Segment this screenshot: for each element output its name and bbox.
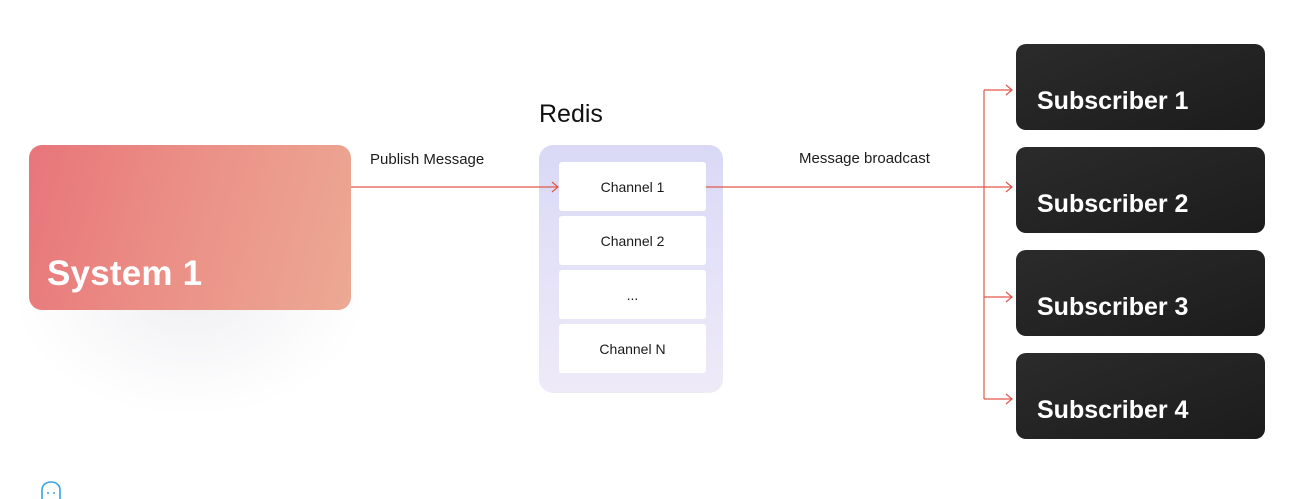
subscriber-label: Subscriber 1 bbox=[1037, 87, 1189, 115]
publish-arrowhead bbox=[551, 181, 559, 193]
subscriber-label: Subscriber 3 bbox=[1037, 293, 1189, 321]
publish-message-label: Publish Message bbox=[370, 151, 485, 168]
subscriber-2-node: Subscriber 2 bbox=[1016, 147, 1265, 233]
subscriber-1-node: Subscriber 1 bbox=[1016, 44, 1265, 130]
channel-label: ... bbox=[626, 286, 639, 303]
channel-2-box: Channel 2 bbox=[559, 216, 706, 265]
subscriber-3-node: Subscriber 3 bbox=[1016, 250, 1265, 336]
channel-label: Channel 1 bbox=[600, 178, 665, 195]
arrowhead-subscriber-4 bbox=[1005, 393, 1013, 405]
redis-container: Channel 1 Channel 2 ... Channel N bbox=[539, 145, 723, 393]
channel-ellipsis-box: ... bbox=[559, 270, 706, 319]
arrowhead-subscriber-3 bbox=[1005, 291, 1013, 303]
channel-n-box: Channel N bbox=[559, 324, 706, 373]
channel-label: Channel 2 bbox=[600, 232, 665, 249]
subscriber-4-node: Subscriber 4 bbox=[1016, 353, 1265, 439]
arrowhead-subscriber-1 bbox=[1005, 84, 1013, 96]
subscriber-label: Subscriber 2 bbox=[1037, 190, 1189, 218]
subscriber-label: Subscriber 4 bbox=[1037, 396, 1189, 424]
chat-bubble-icon bbox=[41, 481, 61, 499]
system-1-label: System 1 bbox=[47, 254, 203, 293]
redis-title: Redis bbox=[539, 100, 603, 128]
channel-1-box: Channel 1 bbox=[559, 162, 706, 211]
message-broadcast-label: Message broadcast bbox=[799, 150, 930, 167]
system-1-node: System 1 bbox=[29, 145, 351, 310]
channel-label: Channel N bbox=[599, 340, 666, 357]
broadcast-arrowhead bbox=[1005, 181, 1013, 193]
